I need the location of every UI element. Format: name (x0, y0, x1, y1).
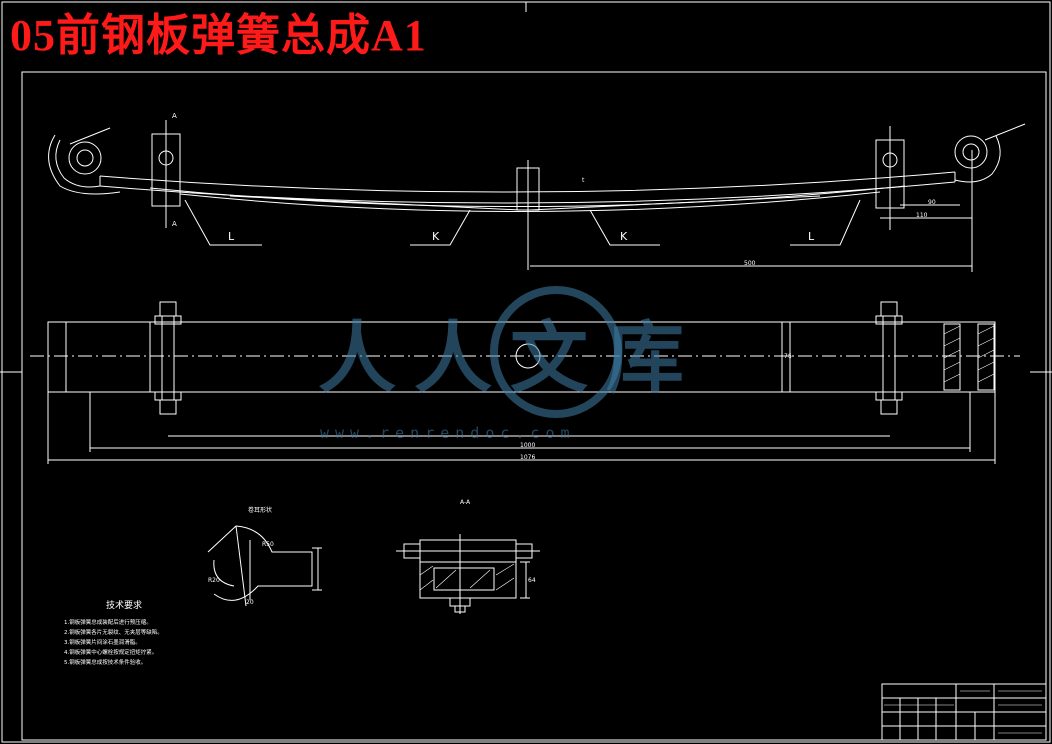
drawing-title: 05前钢板弹簧总成A1 (10, 11, 427, 60)
right-eye-inner (962, 143, 980, 161)
dim-1076: 1076 (520, 454, 535, 461)
dim-110: 110 (916, 212, 928, 219)
tech-requirement-item: 2.钢板弹簧各片无裂纹、无夹层等缺陷。 (64, 628, 163, 636)
detail-view-label: 卷耳形状 (248, 506, 272, 514)
inner-frame (21, 71, 1047, 741)
section-mark-bottom-left: A (172, 220, 177, 228)
dim-20: 20 (246, 599, 254, 606)
section-a-a-view (396, 534, 540, 614)
dim-r50: R50 (262, 541, 274, 548)
dim-r20: R20 (208, 577, 220, 584)
tech-requirement-item: 1.钢板弹簧总成装配后进行预压缩。 (64, 618, 152, 626)
title-block (881, 683, 1047, 741)
dim-76: 76 (784, 353, 792, 360)
leaf-label-k-left: K (432, 230, 440, 243)
dim-500: 500 (744, 260, 756, 267)
tech-requirement-item: 3.钢板弹簧片间涂石墨润滑脂。 (64, 638, 141, 646)
dim-90: 90 (928, 199, 936, 206)
watermark-text: 人人文库 (318, 313, 703, 404)
leaf-label-l-right: L (808, 230, 815, 243)
tech-requirements-heading: 技术要求 (106, 599, 142, 611)
tech-requirement-item: 4.钢板弹簧中心螺栓按规定扭矩拧紧。 (64, 648, 157, 656)
section-mark-top-left: A (172, 112, 177, 120)
dim-t: t (582, 177, 585, 184)
right-eye-outer (954, 135, 988, 169)
tech-requirement-item: 5.钢板弹簧总成按技术条件验收。 (64, 658, 146, 666)
dim-64: 64 (528, 577, 536, 584)
watermark-url: www.renrendoc.com (320, 424, 576, 442)
leaf-label-l-left: L (228, 230, 235, 243)
section-view-label: A-A (460, 499, 471, 506)
center-bolt-hole (515, 343, 541, 369)
leaf-spring-side-view (48, 120, 1026, 272)
spring-plan-outline (47, 321, 996, 393)
left-eye-inner (76, 149, 94, 167)
leaf-label-k-right: K (620, 230, 628, 243)
left-eye-outer (68, 141, 102, 175)
eye-detail-view (207, 525, 322, 607)
watermark-logo (490, 286, 622, 418)
dim-1000: 1000 (520, 442, 535, 449)
leaf-spring-top-view (30, 301, 1020, 464)
